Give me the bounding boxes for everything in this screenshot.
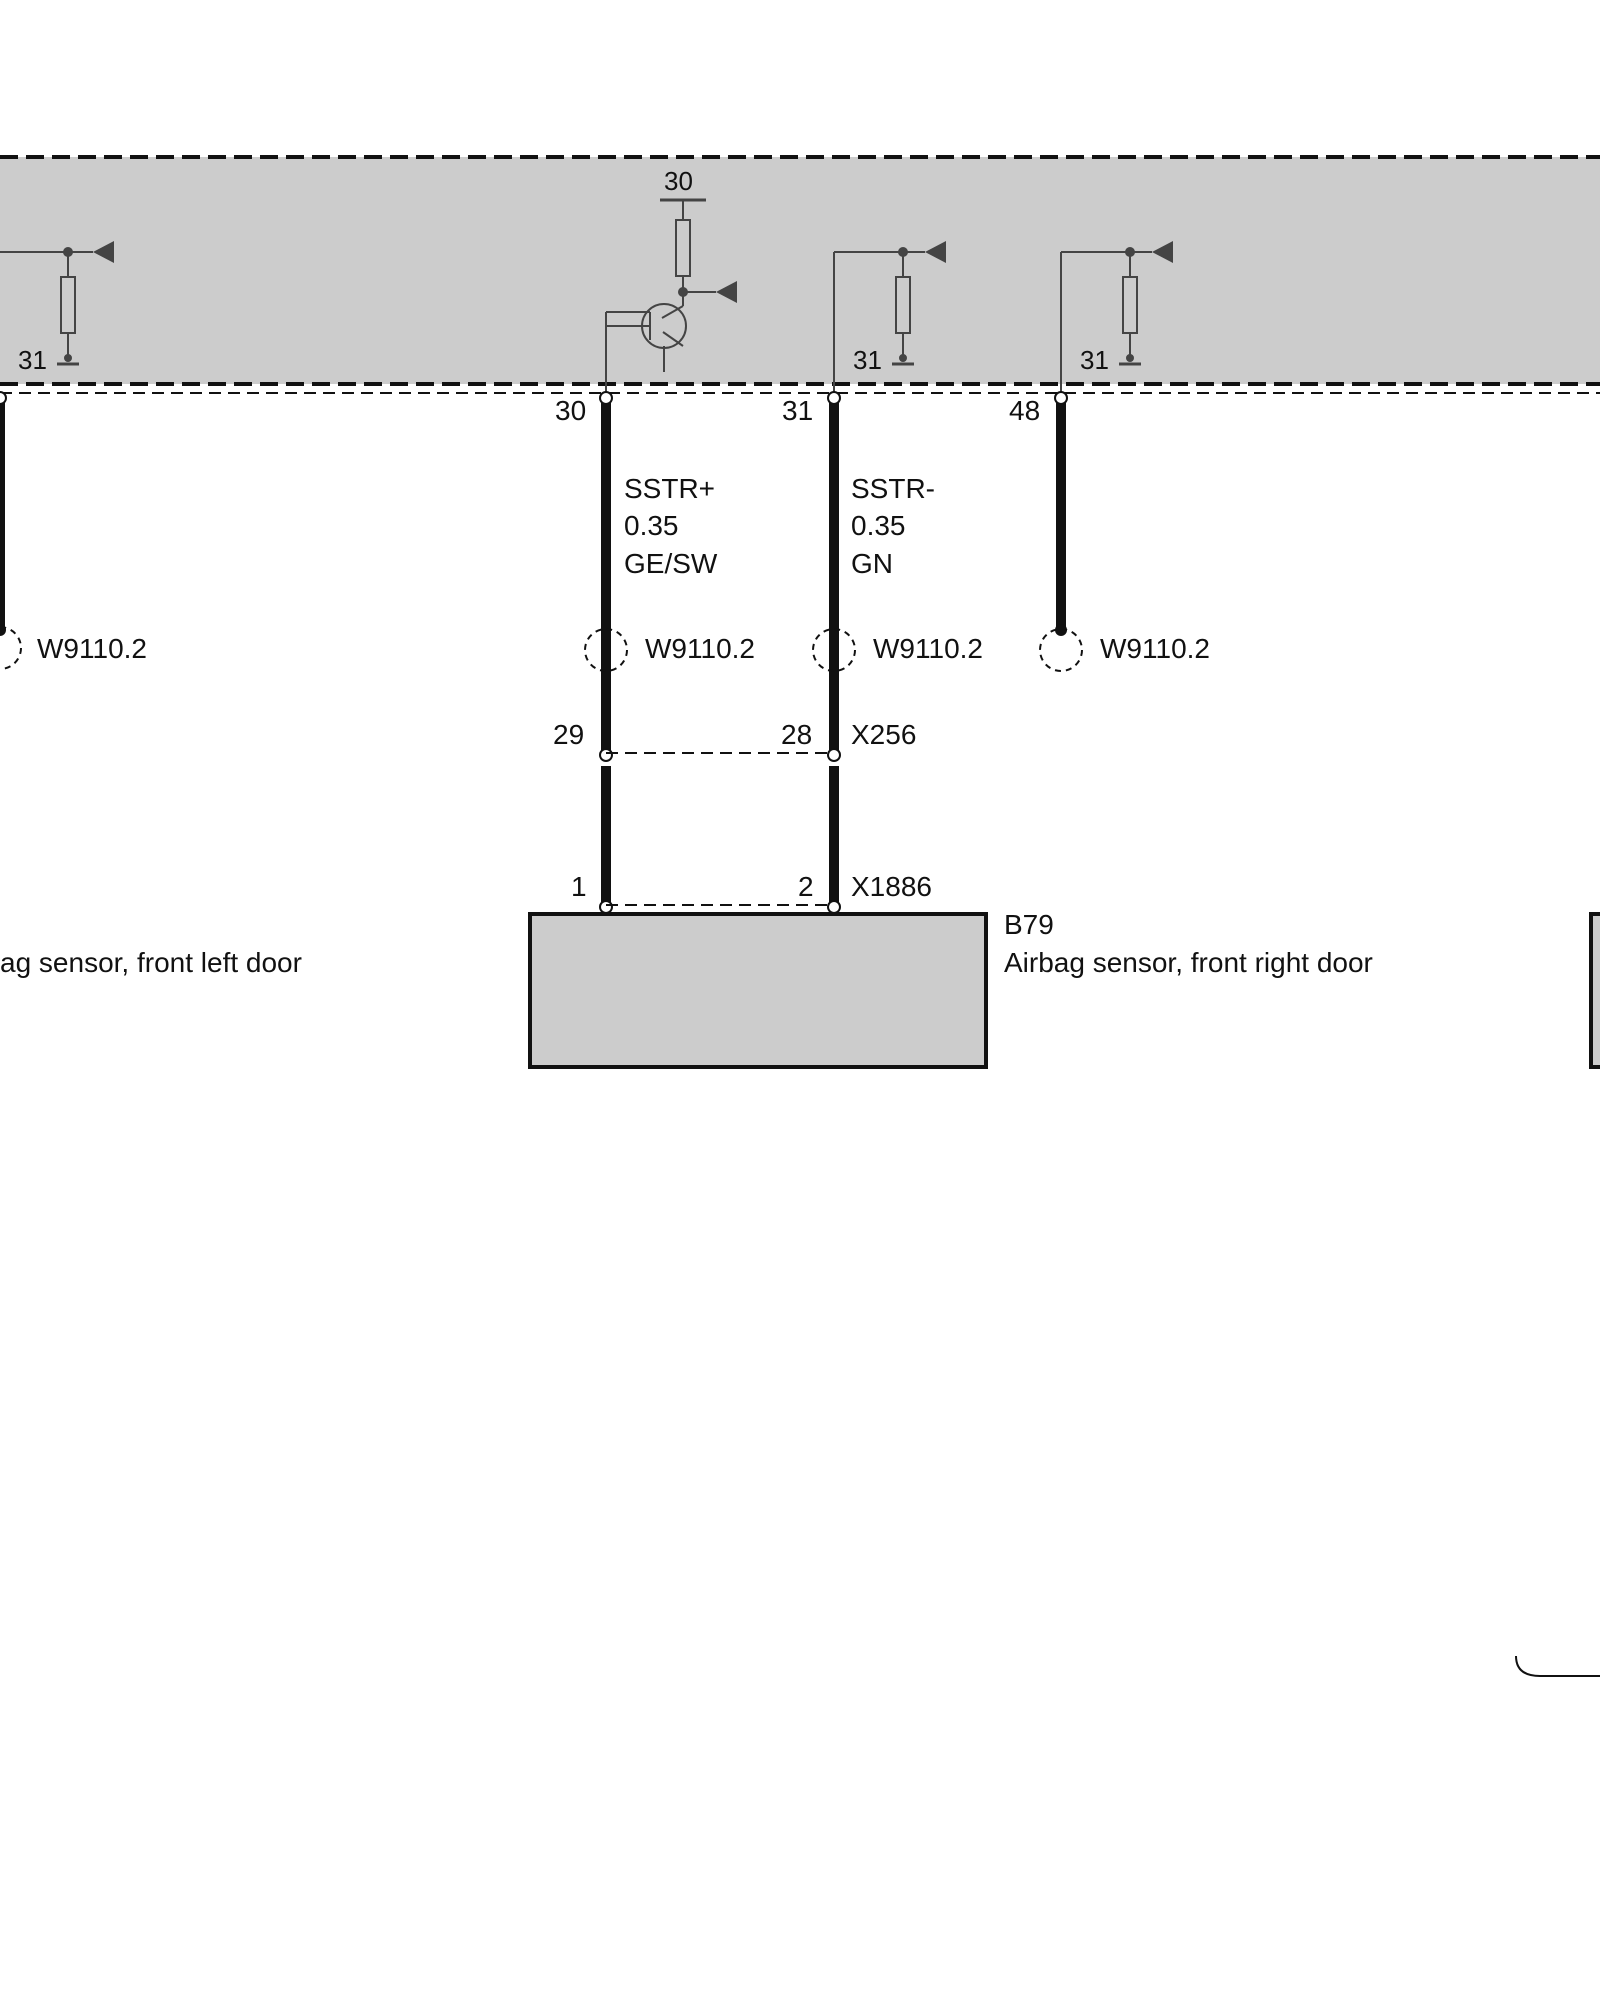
component-b79-body xyxy=(528,912,988,1069)
connector-x1886: 1 2 X1886 xyxy=(571,871,932,906)
transistor-stage xyxy=(605,198,737,393)
splices xyxy=(0,626,1083,672)
svg-text:1: 1 xyxy=(571,871,587,902)
signal-arrow-icon xyxy=(925,241,946,263)
right-pull-circuit xyxy=(1060,241,1173,393)
middle-pull-circuit xyxy=(833,241,946,393)
resistor-icon xyxy=(895,276,911,334)
ground-label-middle: 31 xyxy=(853,345,882,375)
wire-fragment xyxy=(1515,1655,1600,1677)
control-unit-body xyxy=(0,157,1600,384)
resistor-icon xyxy=(1122,276,1138,334)
ground-label-right: 31 xyxy=(1080,345,1109,375)
left-pull-circuit xyxy=(0,241,114,366)
pin-label-31: 31 xyxy=(782,395,813,426)
splice-label-left: W9110.2 xyxy=(37,633,147,664)
supply-label: 30 xyxy=(664,166,693,196)
connector-x256: 29 28 X256 xyxy=(553,719,916,754)
right-component-edge xyxy=(1589,912,1600,1069)
svg-text:X1886: X1886 xyxy=(851,871,932,902)
control-unit: 31 30 xyxy=(0,155,1600,394)
splice-label-sstr-minus: W9110.2 xyxy=(873,633,983,664)
wire-label-sstr-minus: SSTR- 0.35 GN xyxy=(851,473,935,579)
component-b79: B79 Airbag sensor, front right door xyxy=(528,909,1373,1069)
svg-text:SSTR+: SSTR+ xyxy=(624,473,715,504)
splice-label-sstr-plus: W9110.2 xyxy=(645,633,755,664)
svg-text:X256: X256 xyxy=(851,719,916,750)
svg-text:SSTR-: SSTR- xyxy=(851,473,935,504)
resistor-icon xyxy=(675,219,691,277)
splice-dot-left xyxy=(0,624,6,636)
left-door-sensor-label: ag sensor, front left door xyxy=(0,947,302,978)
svg-text:2: 2 xyxy=(798,871,814,902)
svg-text:29: 29 xyxy=(553,719,584,750)
component-b79-label: Airbag sensor, front right door xyxy=(1004,947,1373,978)
signal-arrow-icon xyxy=(1152,241,1173,263)
splice-icon xyxy=(812,628,856,672)
svg-text:28: 28 xyxy=(781,719,812,750)
pin-terminals xyxy=(0,391,1068,914)
signal-arrow-icon xyxy=(716,281,737,303)
svg-text:GE/SW: GE/SW xyxy=(624,548,718,579)
svg-text:0.35: 0.35 xyxy=(624,510,679,541)
svg-text:GN: GN xyxy=(851,548,893,579)
splice-icon xyxy=(0,626,22,670)
signal-arrow-icon xyxy=(93,241,114,263)
component-b79-id: B79 xyxy=(1004,909,1054,940)
wires xyxy=(0,393,1066,903)
pin-label-48: 48 xyxy=(1009,395,1040,426)
pin-label-30: 30 xyxy=(555,395,586,426)
splice-dot-48 xyxy=(1055,624,1067,636)
splice-icon xyxy=(584,628,628,672)
resistor-icon xyxy=(60,276,76,334)
splice-icon xyxy=(1039,628,1083,672)
wire-label-sstr-plus: SSTR+ 0.35 GE/SW xyxy=(624,473,718,579)
ground-label-left: 31 xyxy=(18,345,47,375)
splice-label-48: W9110.2 xyxy=(1100,633,1210,664)
svg-text:0.35: 0.35 xyxy=(851,510,906,541)
